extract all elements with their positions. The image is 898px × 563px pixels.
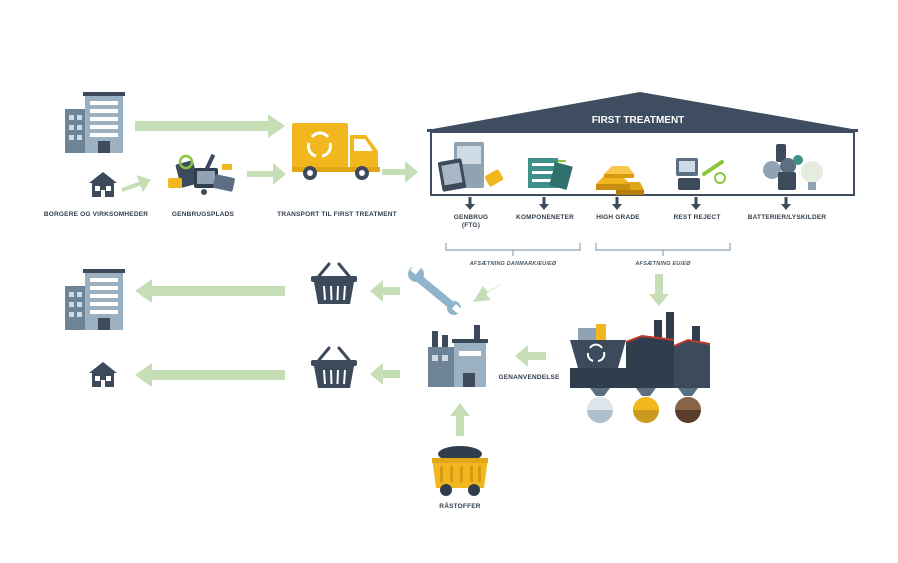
flow-arrow bbox=[121, 114, 418, 193]
shopping-basket-icon bbox=[309, 262, 359, 306]
house-icon bbox=[89, 362, 117, 387]
gold-bars-icon bbox=[596, 166, 644, 195]
label-high-grade: HIGH GRADE bbox=[596, 214, 640, 221]
label-afsaetning-dk: AFSÆTNING DANMARK/EU/EØ bbox=[469, 261, 557, 267]
house-icon bbox=[89, 172, 117, 197]
electronics-icon bbox=[437, 142, 504, 192]
label-batterier: BATTERIER/LYSKILDER bbox=[747, 214, 827, 221]
factory-icon bbox=[428, 325, 488, 387]
e-waste-pile-icon bbox=[168, 153, 235, 195]
label-afsaetning-eu: AFSÆTNING EU/EØ bbox=[635, 261, 691, 267]
office-building-icon bbox=[65, 269, 125, 330]
mine-cart-icon bbox=[432, 446, 488, 496]
down-arrows bbox=[465, 197, 791, 210]
label-komponenter: KOMPONENETER bbox=[515, 214, 575, 221]
label-rest-reject: REST REJECT bbox=[673, 214, 721, 221]
office-building-icon bbox=[65, 92, 125, 153]
brackets bbox=[445, 243, 731, 256]
label-borgere: BORGERE OG VIRKSOMHEDER bbox=[43, 211, 149, 218]
smelter-icon bbox=[570, 312, 711, 423]
label-transport: TRANSPORT TIL FIRST TREATMENT bbox=[277, 211, 397, 218]
label-genbrug: GENBRUG bbox=[453, 214, 489, 221]
shopping-basket-icon bbox=[309, 346, 359, 390]
label-rastoffer: RÅSTOFFER bbox=[439, 503, 481, 510]
label-genbrug-ftg: (FTG) bbox=[461, 222, 481, 229]
flow-arrow bbox=[135, 274, 669, 436]
recycle-icon bbox=[586, 343, 606, 362]
wrench-icon bbox=[408, 263, 462, 315]
batteries-bulbs-icon bbox=[763, 144, 823, 190]
truck-icon bbox=[292, 123, 380, 180]
scrap-icon bbox=[676, 158, 726, 190]
label-genanvendelse: GENANVENDELSE bbox=[498, 374, 560, 381]
circuit-board-icon bbox=[528, 158, 573, 190]
label-genbrugsplads: GENBRUGSPLADS bbox=[171, 211, 235, 218]
facility-title: FIRST TREATMENT bbox=[591, 115, 685, 126]
recycle-icon bbox=[306, 131, 332, 158]
